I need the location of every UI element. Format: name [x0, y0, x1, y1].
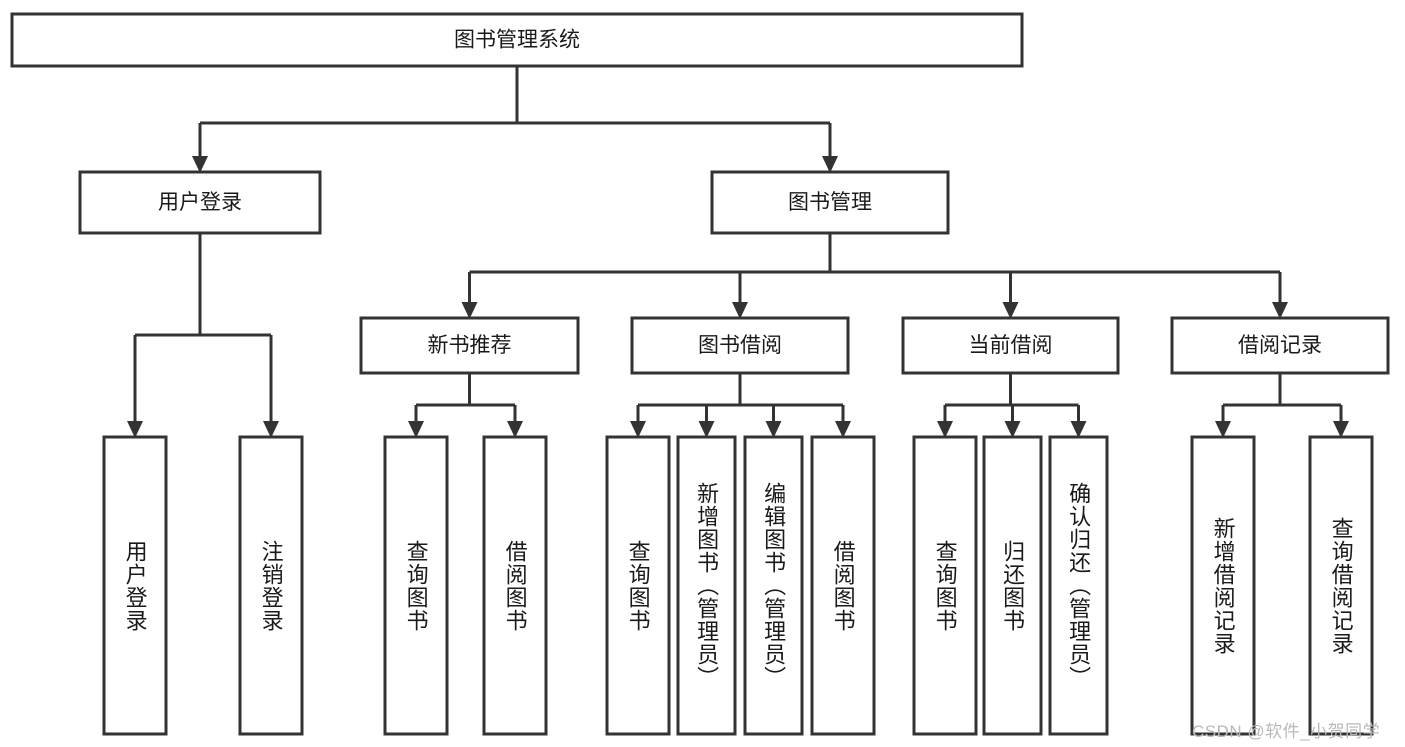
node-box-leaf-edit-book-admin[interactable]	[743, 435, 804, 736]
connector-arrow-icon	[507, 421, 523, 438]
connector-arrow-icon	[1272, 302, 1288, 319]
connector-arrow-icon	[937, 421, 953, 438]
node-box-leaf-query-book-borrow[interactable]	[605, 435, 671, 736]
node-box-book-borrow[interactable]	[630, 316, 850, 375]
node-box-book-manage[interactable]	[710, 170, 950, 235]
node-box-leaf-confirm-return-admin[interactable]	[1048, 435, 1109, 736]
connector-arrow-icon	[630, 421, 646, 438]
node-label-root: 图书管理系统	[454, 29, 580, 52]
node-box-leaf-add-book-admin[interactable]	[676, 435, 737, 736]
connector-arrow-icon	[263, 421, 279, 438]
connector-arrow-icon	[822, 156, 838, 173]
node-box-user-login[interactable]	[78, 170, 322, 235]
watermark-credit: CSDN @软件_小贺同学	[1192, 722, 1381, 741]
node-box-current-borrow[interactable]	[901, 316, 1120, 375]
connector-arrow-icon	[192, 156, 208, 173]
node-box-leaf-add-borrow-record[interactable]	[1190, 435, 1256, 736]
node-box-root[interactable]	[10, 12, 1024, 68]
connector-arrow-icon	[1333, 421, 1349, 438]
node-label-current-borrow: 当前借阅	[969, 334, 1053, 357]
node-box-new-book-recommend[interactable]	[359, 316, 580, 375]
node-box-leaf-borrow-book-borrow[interactable]	[810, 435, 876, 736]
connector-arrow-icon	[835, 421, 851, 438]
boxes-layer	[10, 12, 1390, 736]
node-box-leaf-query-borrow-record[interactable]	[1308, 435, 1374, 736]
connector-arrow-icon	[461, 302, 478, 319]
connector-arrow-icon	[698, 421, 715, 438]
node-label-book-borrow: 图书借阅	[698, 334, 782, 357]
connector-arrow-icon	[732, 302, 748, 319]
node-box-leaf-query-book-rec[interactable]	[383, 435, 449, 736]
node-box-leaf-user-login[interactable]	[102, 435, 168, 736]
node-label-borrow-record: 借阅记录	[1238, 334, 1322, 357]
node-box-leaf-user-logout[interactable]	[238, 435, 304, 736]
connector-arrow-icon	[408, 421, 424, 438]
node-label-book-manage: 图书管理	[788, 191, 872, 214]
node-box-leaf-return-book[interactable]	[982, 435, 1043, 736]
connector-arrow-icon	[127, 421, 143, 438]
node-box-leaf-query-book-current[interactable]	[912, 435, 978, 736]
node-box-leaf-borrow-book-rec[interactable]	[482, 435, 548, 736]
node-box-borrow-record[interactable]	[1170, 316, 1390, 375]
connectors-layer	[127, 66, 1349, 438]
connector-arrow-icon	[1215, 421, 1231, 438]
connector-arrow-icon	[1002, 302, 1019, 319]
connector-arrow-icon	[765, 421, 782, 438]
connector-arrow-icon	[1004, 421, 1021, 438]
connector-arrow-icon	[1070, 421, 1087, 438]
node-label-user-login: 用户登录	[158, 191, 242, 214]
node-label-new-book-recommend: 新书推荐	[428, 334, 512, 357]
